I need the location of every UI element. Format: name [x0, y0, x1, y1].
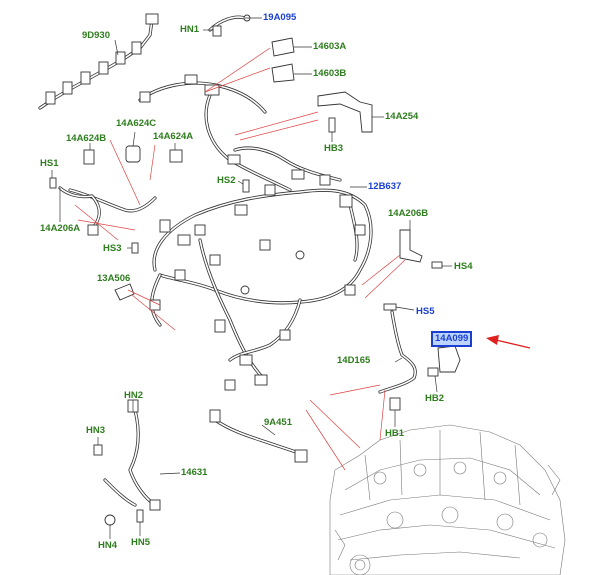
label-19a095[interactable]: 19A095	[263, 12, 297, 23]
small-parts	[49, 14, 461, 526]
label-14a624a[interactable]: 14A624A	[153, 131, 194, 142]
label-9a451[interactable]: 9A451	[264, 417, 292, 428]
engine-block	[329, 424, 566, 575]
label-hs5[interactable]: HS5	[416, 306, 435, 317]
label-14a206b[interactable]: 14A206B	[388, 208, 429, 219]
label-9d930[interactable]: 9D930	[82, 30, 110, 41]
red-arrow	[486, 335, 531, 349]
label-hn5[interactable]: HN5	[131, 537, 151, 548]
label-hb1[interactable]: HB1	[385, 428, 405, 439]
label-hs2[interactable]: HS2	[217, 175, 236, 186]
label-hn2[interactable]: HN2	[124, 390, 144, 401]
label-14631[interactable]: 14631	[181, 467, 208, 478]
label-hn1[interactable]: HN1	[180, 24, 200, 35]
label-12b637[interactable]: 12B637	[368, 181, 402, 192]
injector-harness-9d930	[38, 13, 159, 110]
label-14a254[interactable]: 14A254	[385, 111, 419, 122]
label-14a206a[interactable]: 14A206A	[40, 223, 81, 234]
label-14a099-highlighted[interactable]: 14A099	[431, 331, 473, 347]
label-hn4[interactable]: HN4	[98, 540, 118, 551]
red-leader-lines	[74, 47, 406, 471]
label-14d165[interactable]: 14D165	[337, 355, 371, 366]
label-hs4[interactable]: HS4	[454, 261, 473, 272]
label-14603b[interactable]: 14603B	[313, 68, 347, 79]
label-13a506[interactable]: 13A506	[97, 273, 131, 284]
label-hb3[interactable]: HB3	[324, 143, 344, 154]
label-14a624b[interactable]: 14A624B	[66, 133, 107, 144]
label-hb2[interactable]: HB2	[425, 393, 445, 404]
label-14a624c[interactable]: 14A624C	[116, 118, 157, 129]
label-14603a[interactable]: 14603A	[313, 41, 347, 52]
label-hs1[interactable]: HS1	[40, 158, 59, 169]
label-hs3[interactable]: HS3	[103, 243, 122, 254]
label-hn3[interactable]: HN3	[86, 425, 106, 436]
leader-lines	[51, 17, 452, 539]
